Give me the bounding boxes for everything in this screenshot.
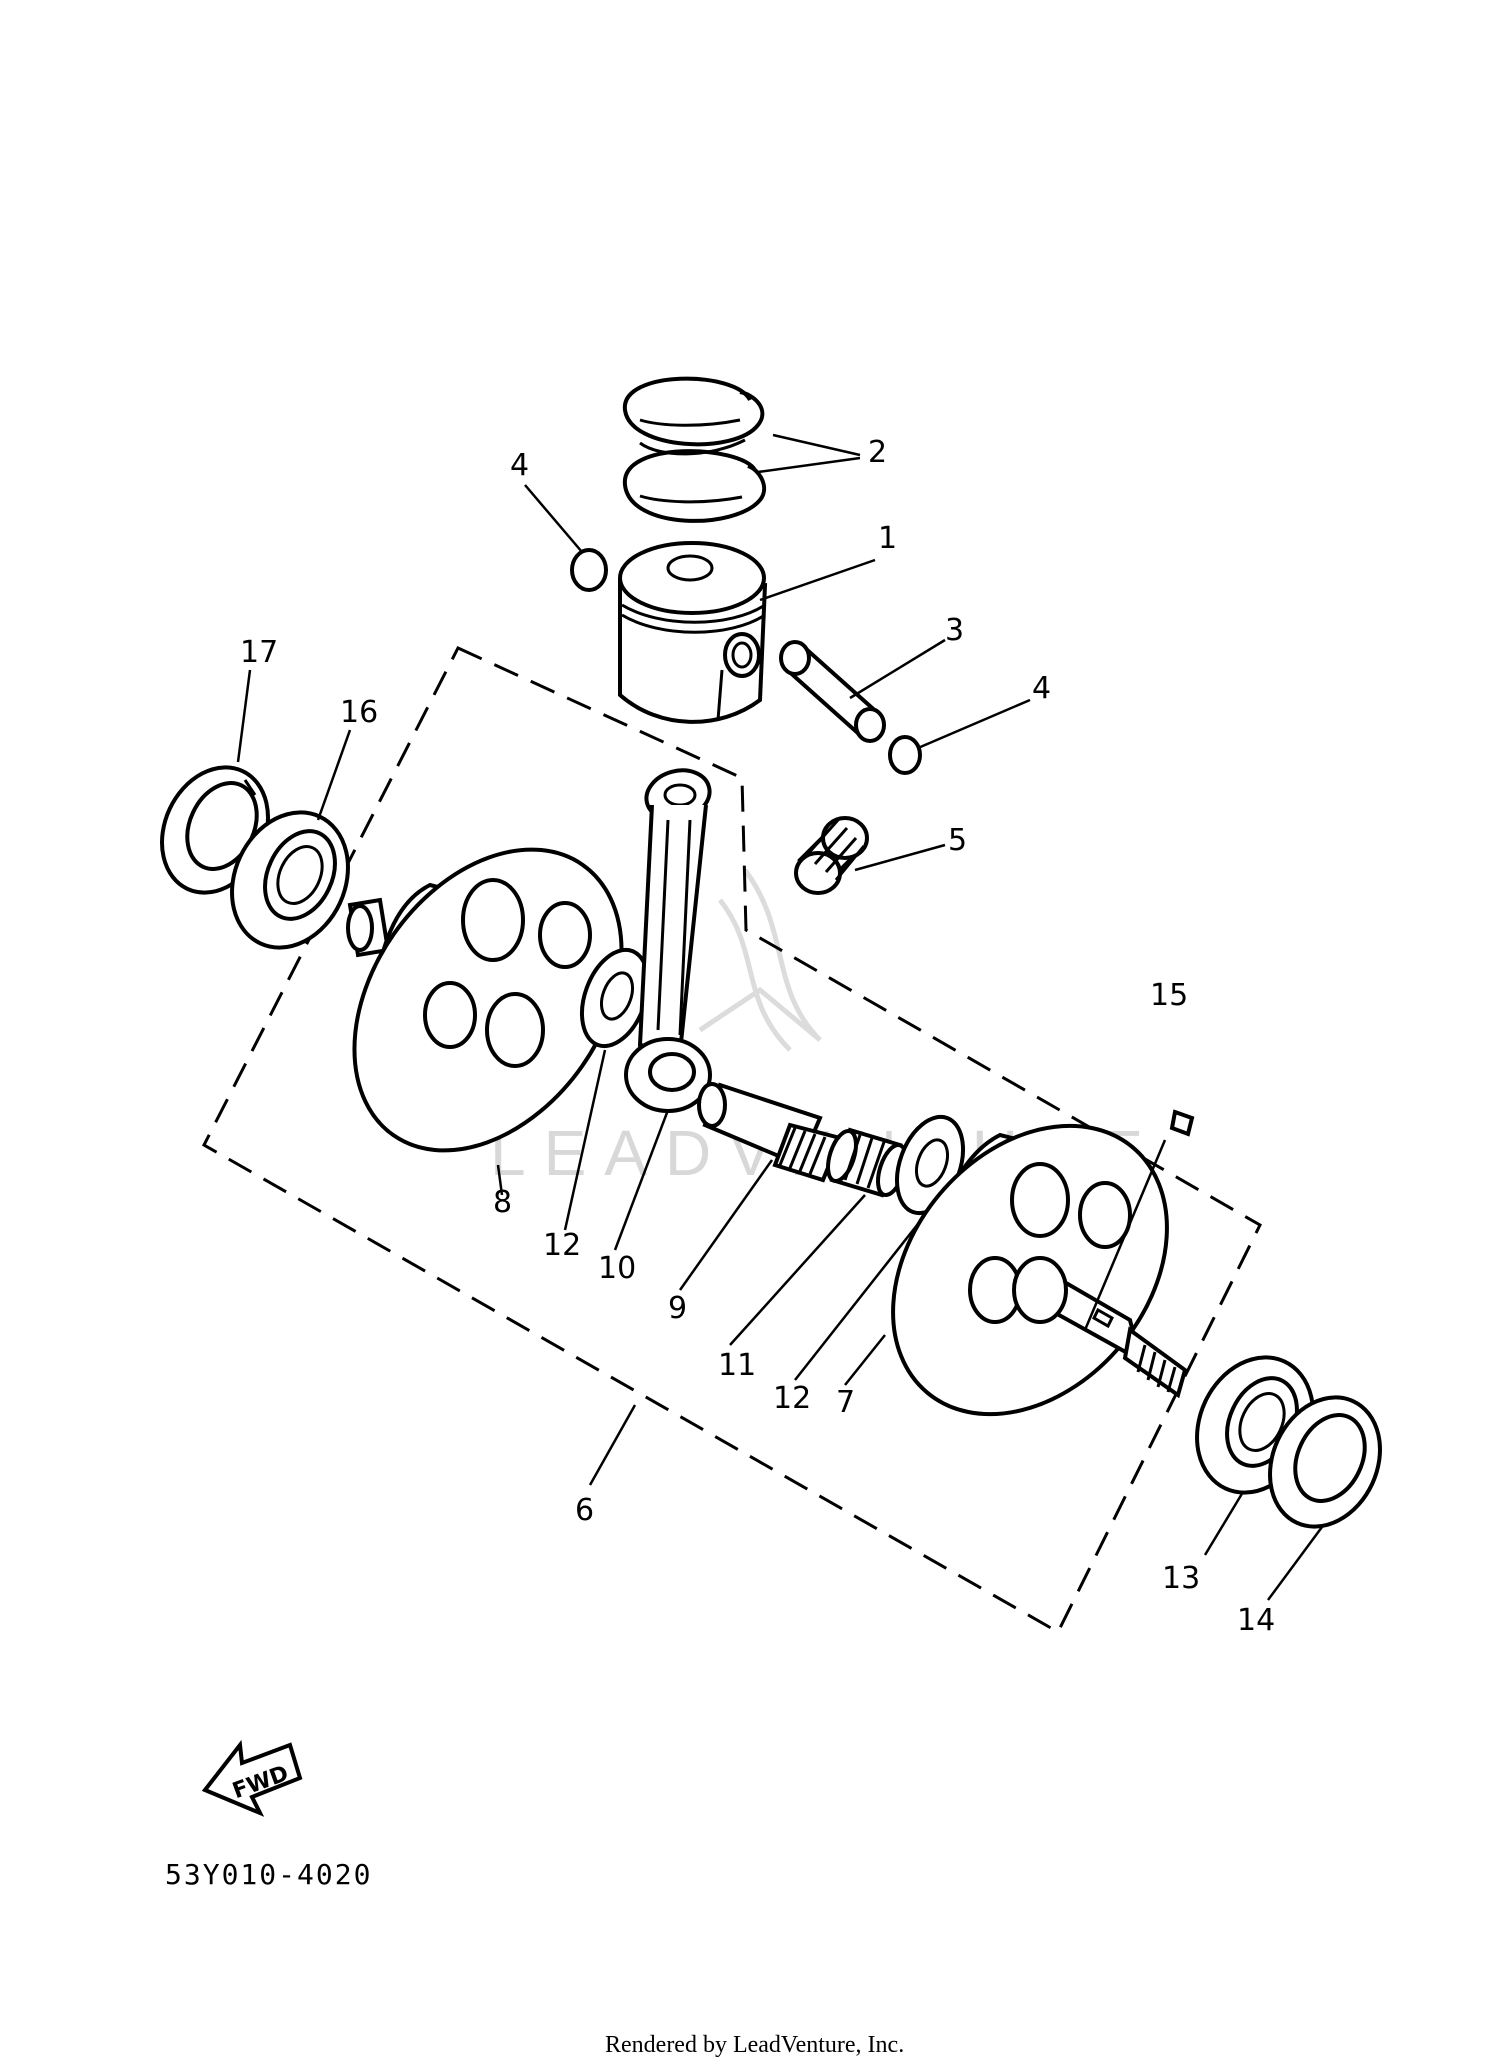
small-end-bearing <box>794 816 869 895</box>
connecting-rod <box>624 768 712 1113</box>
callout-17: 17 <box>240 635 278 670</box>
callout-3: 3 <box>945 613 964 648</box>
piston <box>618 541 768 724</box>
callout-6: 6 <box>575 1493 594 1528</box>
piston-pin-clip-left <box>570 548 608 592</box>
callout-9: 9 <box>668 1291 687 1326</box>
callout-10: 10 <box>598 1251 636 1286</box>
callout-4-right: 4 <box>1032 671 1051 706</box>
callout-15: 15 <box>1150 978 1188 1013</box>
piston-pin-clip-right <box>888 735 922 775</box>
callout-8: 8 <box>493 1185 512 1220</box>
callout-5: 5 <box>948 823 967 858</box>
crank-half-left <box>346 847 624 1153</box>
piston-ring-lower <box>622 449 767 523</box>
callout-7: 7 <box>836 1385 855 1420</box>
callout-4-left: 4 <box>510 448 529 483</box>
callout-14: 14 <box>1237 1603 1275 1638</box>
fwd-arrow-icon: FWD <box>201 1739 303 1817</box>
woodruff-key <box>1169 1109 1195 1137</box>
crank-half-right <box>891 1123 1188 1417</box>
leader-lines <box>236 433 1324 1601</box>
callout-13: 13 <box>1162 1561 1200 1596</box>
crankshaft-assembly-boundary <box>202 646 1262 1635</box>
callout-11: 11 <box>718 1348 756 1383</box>
callout-16: 16 <box>340 695 378 730</box>
callout-1: 1 <box>878 521 897 556</box>
callout-12-right: 12 <box>773 1381 811 1416</box>
watermark-logo <box>698 868 822 1052</box>
piston-ring-upper <box>622 376 765 456</box>
oil-seal-right <box>1268 1395 1382 1529</box>
callout-labels: 1 2 3 4 4 5 6 7 8 9 10 11 12 12 13 14 15… <box>240 435 1275 1638</box>
piston-pin <box>779 640 886 743</box>
callout-12-left: 12 <box>543 1228 581 1263</box>
render-credit: Rendered by LeadVenture, Inc. <box>605 2032 904 2058</box>
callout-2: 2 <box>868 435 887 470</box>
diagram-code: 53Y010-4020 <box>165 1858 372 1891</box>
crank-pin <box>697 1082 843 1183</box>
